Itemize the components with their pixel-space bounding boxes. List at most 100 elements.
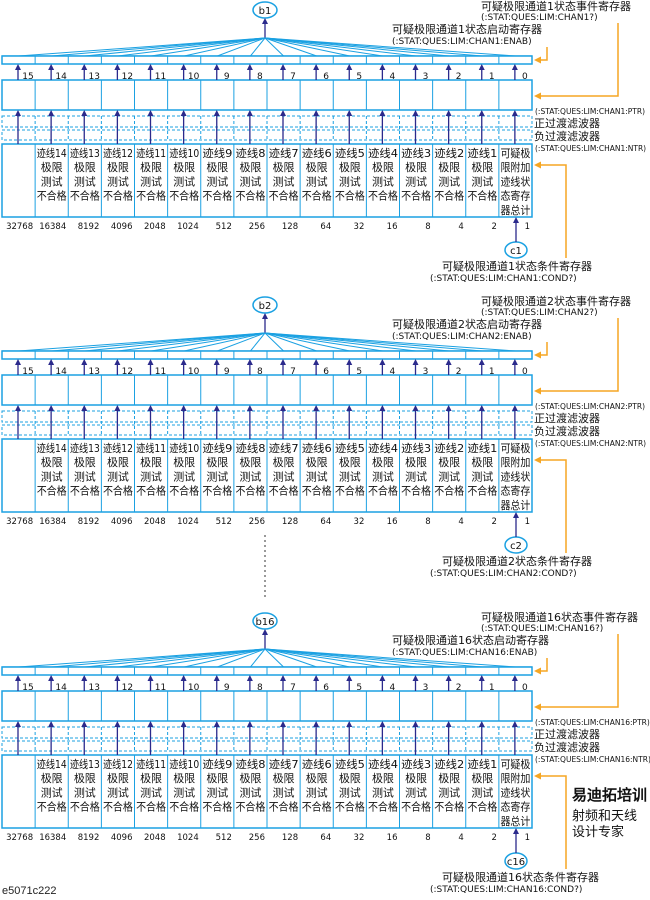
condition-bit-label: 极限: [372, 160, 394, 174]
condition-bit-label: 迹线4: [368, 757, 398, 771]
condition-bit-label: 测试: [405, 786, 427, 799]
bit-weight: 32: [354, 833, 365, 843]
condition-to-event-arrow-head: [346, 405, 353, 411]
condition-pointer-line: [540, 459, 567, 553]
event-to-enable-arrow-head: [511, 675, 518, 681]
bit-weight: 4096: [111, 833, 133, 843]
condition-to-event-arrow-head: [379, 110, 386, 116]
or-line: [184, 37, 266, 57]
event-pointer-line: [540, 318, 619, 392]
condition-bit-label: 极限: [306, 771, 328, 785]
condition-bit-label: 不合格: [37, 189, 67, 203]
condition-to-event-arrow-head: [412, 721, 419, 727]
event-to-enable-arrow-head: [213, 359, 220, 365]
condition-bit-label: 迹线状: [500, 174, 530, 188]
event-to-enable-arrow-head: [412, 64, 419, 70]
condition-to-event-arrow-head: [114, 721, 121, 727]
bit-number: 13: [89, 367, 100, 377]
condition-bit-label: 迹线6: [302, 146, 332, 160]
negative-filter-label: 负过渡滤波器: [534, 740, 600, 754]
bit-number: 10: [188, 683, 200, 693]
condition-bit-label: 不合格: [70, 800, 100, 814]
condition-bit-label: 不合格: [335, 189, 365, 203]
condition-bit-label: 迹线2: [434, 146, 464, 160]
event-to-enable-arrow-head: [280, 359, 286, 365]
bit-number: 1: [489, 683, 495, 693]
condition-bit-label: 不合格: [136, 484, 166, 498]
negative-filter-label: 负过渡滤波器: [534, 129, 600, 143]
enable-register-label: 可疑极限通道16状态启动寄存器: [392, 633, 549, 647]
enable-pointer-line: [540, 342, 548, 356]
event-to-enable-arrow-head: [511, 64, 518, 70]
condition-to-event-arrow-head: [511, 110, 518, 116]
condition-bit-label: 迹线9: [202, 146, 232, 160]
event-to-enable-arrow-head: [147, 675, 154, 681]
condition-bit-label: 不合格: [434, 484, 464, 498]
condition-to-event-arrow-head: [379, 721, 386, 727]
event-to-enable-arrow-head: [246, 359, 253, 365]
bit-number: 0: [522, 367, 528, 377]
bit-weight: 256: [249, 833, 265, 843]
or-line: [264, 37, 350, 57]
bit-number: 3: [423, 367, 429, 377]
or-line: [184, 648, 266, 668]
bit-number: 8: [257, 367, 263, 377]
bit-weight: 64: [320, 833, 331, 843]
condition-bit-label: 迹线12: [103, 757, 133, 771]
condition-bit-label: 极限: [239, 160, 261, 174]
event-to-enable-arrow-head: [15, 675, 21, 681]
condition-bit-label: 测试: [306, 175, 328, 188]
negative-transition-filter: [1, 129, 533, 141]
condition-to-event-arrow-head: [213, 110, 220, 116]
or-line: [217, 332, 266, 352]
event-to-enable-arrow-head: [246, 675, 253, 681]
condition-bit-label: 测试: [239, 470, 261, 483]
or-line: [264, 332, 284, 352]
bit-number: 5: [356, 367, 362, 377]
condition-bit-label: 极限: [471, 771, 493, 785]
event-to-enable-arrow-head: [346, 64, 353, 70]
summary-arrow-head: [262, 313, 268, 319]
condition-bit-label: 极限: [206, 455, 228, 469]
event-to-enable-arrow-head: [313, 64, 320, 70]
or-line: [264, 648, 317, 668]
or-line: [150, 332, 266, 352]
positive-filter-label: 正过渡滤波器: [534, 411, 600, 425]
condition-bit-label: 不合格: [401, 189, 431, 203]
condition-bit-label: 迹线状: [500, 785, 530, 799]
condition-bit-label: 迹线12: [103, 441, 133, 455]
condition-bit-label: 不合格: [368, 189, 398, 203]
condition-to-event-arrow-head: [114, 405, 121, 411]
bit-weight: 32768: [6, 833, 33, 843]
condition-to-event-arrow-head: [445, 110, 452, 116]
condition-bit-label: 测试: [273, 175, 295, 188]
condition-bit-label: 迹线7: [269, 146, 299, 160]
condition-bit-label: 迹线2: [434, 441, 464, 455]
bit-weight: 1024: [177, 517, 199, 527]
condition-to-event-arrow-head: [81, 405, 88, 411]
event-pointer-line: [540, 634, 619, 708]
condition-bit-label: 不合格: [37, 800, 67, 814]
bit-weight: 512: [216, 517, 232, 527]
condition-bit-label: 不合格: [401, 800, 431, 814]
condition-bit-label: 不合格: [202, 189, 232, 203]
condition-bit-label: 测试: [471, 175, 493, 188]
condition-bit-label: 测试: [107, 786, 129, 799]
condition-bit-label: 不合格: [401, 484, 431, 498]
bit-number: 14: [55, 367, 67, 377]
event-register-command: (:STAT:QUES:LIM:CHAN1?): [481, 13, 598, 23]
event-to-enable-arrow-head: [81, 359, 88, 365]
condition-bit-label: 迹线3: [401, 146, 431, 160]
condition-register-label: 可疑极限通道1状态条件寄存器: [442, 259, 592, 273]
condition-bit-label: 测试: [74, 175, 96, 188]
condition-bit-label: 极限: [41, 455, 63, 469]
bit-number: 12: [122, 683, 133, 693]
condition-bit-label: 不合格: [368, 800, 398, 814]
condition-node-label: c2: [510, 541, 522, 552]
bit-weight: 16: [387, 833, 398, 843]
condition-bit-label: 迹线7: [269, 441, 299, 455]
enable-register-label: 可疑极限通道2状态启动寄存器: [392, 317, 542, 331]
ptr-command: (:STAT:QUES:LIM:CHAN16:PTR): [535, 718, 650, 727]
condition-bit-label: 迹线8: [235, 441, 265, 455]
